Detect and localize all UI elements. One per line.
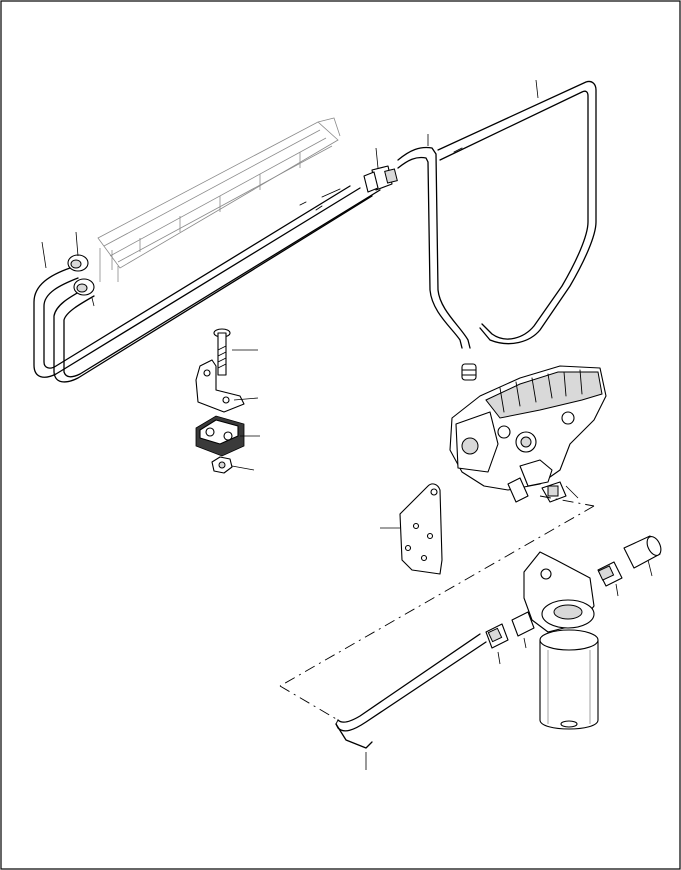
injection-pump [449, 363, 607, 503]
fuel-line-right-return [397, 80, 597, 349]
callout-leaders [41, 79, 653, 770]
banjo-fitting-upper [363, 165, 398, 193]
clamp-bracket [195, 359, 245, 413]
fuel-line-long-left [33, 185, 381, 383]
hex-nut [211, 456, 233, 474]
mounting-plate [399, 483, 443, 575]
filter-fittings [485, 535, 662, 649]
fuel-line-lower [335, 633, 487, 749]
pipe-clamp-block [195, 415, 245, 457]
bolt [213, 328, 231, 376]
assembly-line-lower [279, 495, 595, 721]
fuel-filter-assembly [523, 551, 599, 730]
banjo-fitting-lower [67, 254, 95, 296]
engine-rail-ghost [97, 117, 341, 282]
